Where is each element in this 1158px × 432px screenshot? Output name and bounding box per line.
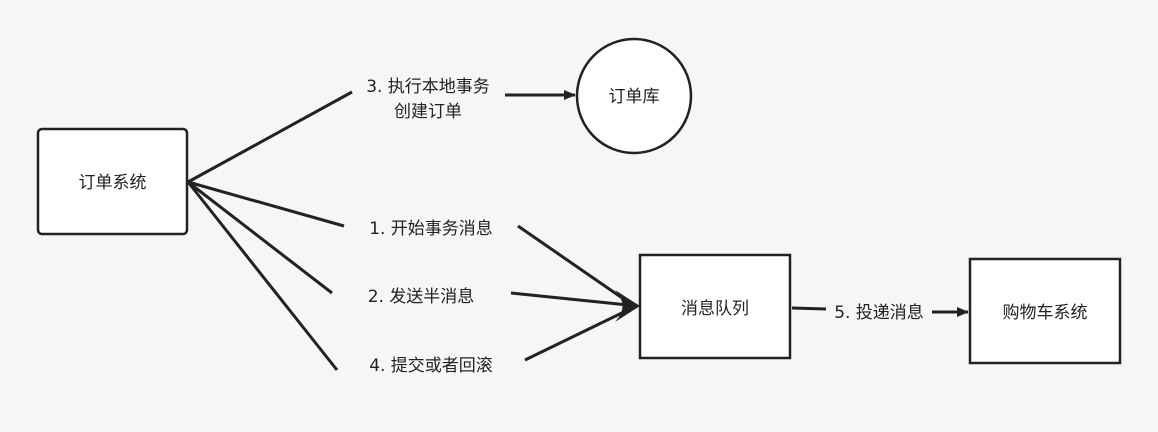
node-cart-system-label: 购物车系统 <box>1003 303 1088 323</box>
node-message-queue <box>638 253 792 360</box>
node-order-system-label: 订单系统 <box>79 173 147 193</box>
arrow-to-message-queue <box>615 290 640 322</box>
edge-send-half-tail <box>510 291 629 307</box>
edge-commit-rollback <box>186 181 339 371</box>
edge-commit-rollback-tail <box>524 308 629 362</box>
node-order-db <box>575 37 693 155</box>
edge-label-send-half: 2. 发送半消息 <box>368 287 475 307</box>
edge-begin-tx-tail <box>517 224 629 304</box>
edge-label-deliver: 5. 投递消息 <box>834 303 924 323</box>
node-message-queue-label: 消息队列 <box>681 299 749 319</box>
edge-send-half <box>187 180 333 295</box>
edge-label-create-order: 创建订单 <box>394 102 462 122</box>
node-order-db-label: 订单库 <box>609 87 660 107</box>
edge-begin-tx <box>187 180 345 228</box>
edge-label-begin-tx: 1. 开始事务消息 <box>369 219 493 239</box>
node-cart-system <box>968 257 1122 365</box>
edge-exec-local-tx <box>187 90 353 184</box>
node-order-system <box>36 127 189 236</box>
edge-deliver <box>791 306 827 311</box>
edge-label-exec-local-tx: 3. 执行本地事务 <box>366 77 490 97</box>
edge-label-commit-rollback: 4. 提交或者回滚 <box>369 356 493 376</box>
